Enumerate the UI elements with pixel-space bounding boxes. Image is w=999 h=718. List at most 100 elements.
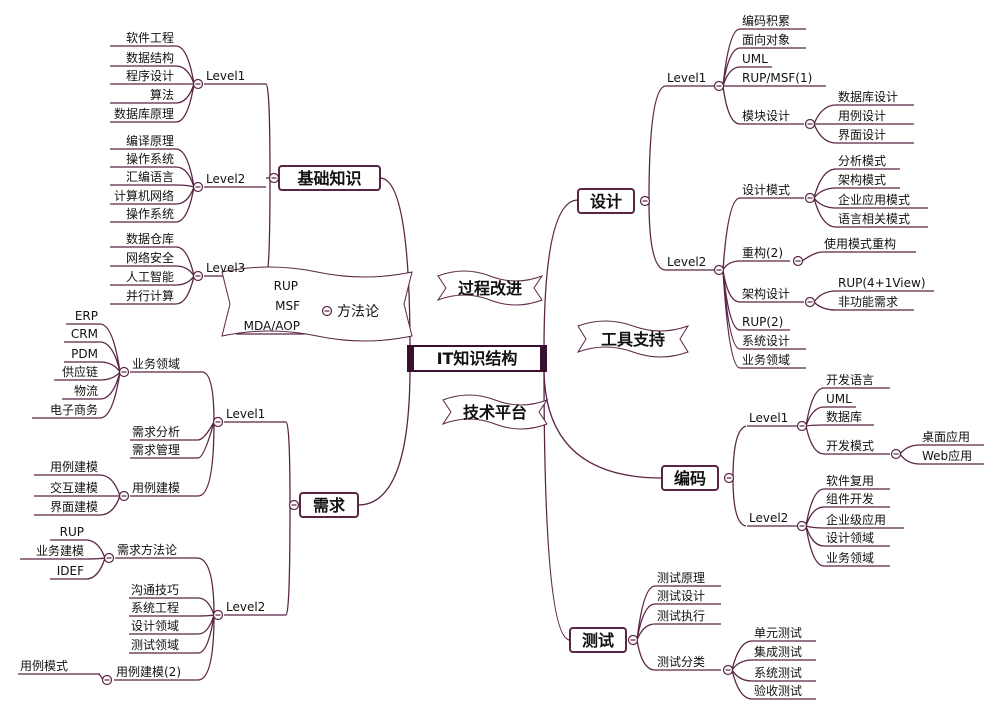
design-collapse[interactable]: [639, 195, 651, 207]
req-usecase-item: 交互建模: [50, 480, 98, 495]
tool-support: 工具支持: [601, 330, 665, 349]
design-pattern-item: 架构模式: [838, 172, 886, 187]
design-level2-collapse[interactable]: [713, 264, 725, 276]
basics-level2: Level2: [206, 172, 245, 186]
req-business-collapse[interactable]: [118, 366, 130, 378]
req-analysis: 需求分析: [132, 425, 180, 439]
basics-l1-item: 数据库原理: [114, 106, 174, 121]
tool-support-shape: [576, 320, 690, 358]
design-label-box[interactable]: [577, 188, 635, 214]
design-level2: Level2: [667, 255, 706, 269]
basics-l3-item: 数据仓库: [126, 231, 174, 246]
req-level1-collapse[interactable]: [212, 416, 224, 428]
basics-l2-item: 操作系统: [126, 206, 174, 221]
req-usecase2-child: 用例模式: [20, 659, 68, 673]
coding-level1-collapse[interactable]: [796, 420, 808, 432]
coding-l2-item: 企业级应用: [826, 512, 886, 527]
coding-devmode-collapse[interactable]: [890, 448, 902, 460]
req-usecase-item: 用例建模: [50, 460, 98, 474]
req-usecase2: 用例建模(2): [116, 665, 181, 679]
req-method-item: RUP: [60, 525, 84, 539]
basics-level1: Level1: [206, 69, 245, 83]
testing-category-item: 系统测试: [754, 665, 802, 680]
testing-item: 测试原理: [657, 570, 705, 585]
method-item: MDA/AOP: [244, 319, 300, 333]
coding-label: 编码: [674, 469, 706, 488]
design-pattern-item: 企业应用模式: [838, 192, 910, 207]
req-usecase2-collapse[interactable]: [101, 674, 113, 686]
req-business-item: 电子商务: [50, 402, 98, 417]
testing-category-collapse[interactable]: [722, 664, 734, 676]
coding-l2-item: 业务领域: [826, 550, 874, 565]
req-l2-item: 沟通技巧: [131, 583, 179, 597]
testing-label-box[interactable]: [569, 627, 627, 653]
testing-category-item: 集成测试: [754, 644, 802, 659]
testing-label: 测试: [582, 631, 614, 650]
design-refactor-child: 使用模式重构: [824, 236, 896, 251]
design-level1-collapse[interactable]: [713, 80, 725, 92]
method-shape-shape: [221, 266, 413, 342]
req-level2-collapse[interactable]: [212, 609, 224, 621]
root-title: IT知识结构: [437, 349, 518, 368]
req-usecase: 用例建模: [132, 481, 180, 495]
coding-level2-collapse[interactable]: [796, 520, 808, 532]
design-l2-item: RUP(2): [742, 315, 783, 329]
design-l1-item: 编码积累: [742, 13, 790, 28]
tech-platform-shape: [441, 394, 549, 430]
coding-level1: Level1: [749, 411, 788, 425]
req-business-item: CRM: [71, 327, 98, 341]
requirements-label: 需求: [313, 496, 346, 515]
design-level1: Level1: [667, 71, 706, 85]
basics-l2-item: 汇编语言: [126, 169, 174, 184]
coding-l2-item: 设计领域: [826, 531, 874, 545]
design-module-item: 用例设计: [838, 109, 886, 123]
method-label: 方法论: [337, 304, 379, 320]
method-collapse[interactable]: [321, 305, 333, 317]
basics-l2-item: 编译原理: [126, 133, 174, 148]
coding-label-box[interactable]: [661, 465, 719, 491]
coding-collapse[interactable]: [723, 472, 735, 484]
design-patterns-collapse[interactable]: [804, 192, 816, 204]
coding-devmode-item: 桌面应用: [922, 429, 970, 444]
req-method-collapse[interactable]: [103, 552, 115, 564]
basics-l1-item: 算法: [150, 87, 174, 102]
process-improvement: 过程改进: [458, 279, 522, 298]
req-l2-item: 系统工程: [131, 600, 179, 615]
requirements-collapse[interactable]: [288, 499, 300, 511]
basics-level2-collapse[interactable]: [192, 181, 204, 193]
design-patterns: 设计模式: [742, 183, 790, 197]
design-refactor-collapse[interactable]: [792, 255, 804, 267]
req-usecase-item: 界面建模: [50, 500, 98, 514]
design-arch-collapse[interactable]: [804, 296, 816, 308]
basics-level1-collapse[interactable]: [192, 78, 204, 90]
design-module-collapse[interactable]: [804, 118, 816, 130]
design-arch-item: 非功能需求: [838, 295, 898, 309]
basics-l1-item: 程序设计: [126, 68, 174, 83]
req-business-item: PDM: [71, 347, 98, 361]
design-pattern-item: 语言相关模式: [838, 212, 910, 226]
basics-level3-collapse[interactable]: [192, 270, 204, 282]
testing-collapse[interactable]: [627, 634, 639, 646]
testing-item: 测试设计: [657, 588, 705, 603]
testing-category-item: 单元测试: [754, 625, 802, 640]
req-method-item: 业务建模: [36, 543, 84, 558]
design-l1-item: UML: [742, 52, 768, 66]
basics-l3-item: 人工智能: [126, 269, 174, 284]
coding-l2-item: 组件开发: [826, 491, 874, 506]
coding-level2: Level2: [749, 511, 788, 525]
coding-l1-item: 数据库: [826, 409, 862, 424]
design-l1-item: 面向对象: [742, 32, 790, 47]
req-l2-item: 设计领域: [131, 619, 179, 633]
coding-devmode: 开发模式: [826, 438, 874, 453]
design-module-item: 界面设计: [838, 128, 886, 142]
testing-category-item: 验收测试: [754, 683, 802, 698]
req-management: 需求管理: [132, 442, 180, 457]
design-pattern-item: 分析模式: [838, 154, 886, 168]
requirements-label-box[interactable]: [299, 492, 359, 518]
design-l2-item: 系统设计: [742, 334, 790, 348]
method-item: MSF: [275, 299, 300, 313]
basics-collapse[interactable]: [268, 172, 280, 184]
design-refactor: 重构(2): [742, 245, 783, 260]
req-usecase-collapse[interactable]: [118, 490, 130, 502]
